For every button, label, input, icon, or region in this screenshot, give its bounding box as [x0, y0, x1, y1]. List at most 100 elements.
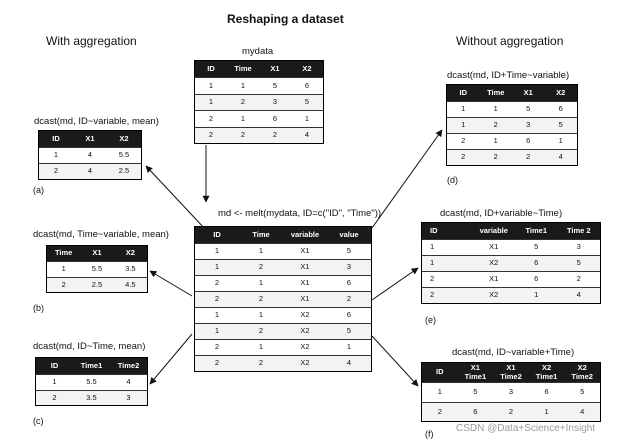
header-cell: X1: [85, 133, 95, 143]
table-cell: 3: [272, 97, 278, 107]
table-header: ID Time X1 X2: [195, 61, 323, 77]
table-cell: 2: [61, 279, 66, 289]
table-cell: 1: [240, 80, 246, 90]
arrow-to-e: [371, 267, 419, 301]
table-cell: X2: [300, 342, 310, 352]
header-cell: X2 Time1: [535, 363, 558, 381]
table-cell: 4: [580, 406, 585, 416]
header-cell: Time: [487, 87, 505, 97]
arrow-to-f: [371, 335, 419, 387]
table-cell: 3: [126, 392, 131, 402]
table-cell: 2: [526, 152, 531, 162]
header-cell: X2: [125, 248, 135, 258]
table-cell: 5: [346, 246, 352, 256]
header-cell: Time1: [525, 225, 548, 235]
table-cell: 1: [214, 262, 220, 272]
header-cell: variable: [479, 225, 508, 235]
table-cell: 6: [346, 278, 352, 288]
table-cell: 4: [576, 290, 581, 300]
table-cell: 4: [558, 152, 563, 162]
table-cell: 1: [430, 242, 435, 252]
f-label: (f): [425, 429, 434, 439]
table-cell: 4: [87, 166, 93, 176]
header-cell: X2: [302, 63, 312, 73]
table-cell: 2: [208, 113, 214, 123]
table-cell: 5: [558, 120, 563, 130]
table-cell: 1: [208, 97, 214, 107]
table-cell: 2: [576, 274, 581, 284]
table-cell: 6: [346, 310, 352, 320]
table-cell: X1: [300, 294, 310, 304]
header-cell: ID: [459, 87, 468, 97]
header-cell: ID: [436, 367, 444, 377]
c-caption: dcast(md, ID~Time, mean): [33, 341, 146, 352]
header-cell: ID: [207, 63, 215, 73]
table-cell: 1: [258, 246, 264, 256]
table-cell: 5: [272, 80, 278, 90]
e-label: (e): [425, 315, 436, 325]
table-cell: 2.5: [91, 279, 103, 289]
header-cell: Time: [252, 229, 270, 239]
table-cell: 5: [304, 97, 310, 107]
table-cell: 5.5: [118, 150, 130, 160]
header-cell: X1: [523, 87, 533, 97]
e-caption: dcast(md, ID+variable~Time): [440, 208, 563, 219]
header-cell: ID: [430, 225, 438, 235]
table-cell: 1: [493, 136, 498, 146]
arrow-to-d: [371, 129, 443, 229]
table-cell: X2: [300, 310, 310, 320]
table-cell: 2: [461, 152, 466, 162]
table-cell: 2: [430, 274, 435, 284]
header-cell: variable: [290, 229, 320, 239]
table-cell: 2: [214, 342, 220, 352]
header-cell: X1: [270, 63, 280, 73]
header-cell: Time: [234, 63, 252, 73]
table-cell: 2: [272, 130, 278, 140]
table-cell: 1: [493, 104, 498, 114]
table-cell: X1: [489, 274, 499, 284]
diagram-title: Reshaping a dataset: [227, 12, 344, 26]
table-cell: 6: [526, 136, 531, 146]
table-cell: 3.5: [86, 392, 97, 402]
table-cell: 4: [87, 150, 93, 160]
header-cell: ID: [52, 133, 60, 143]
table-cell: 2: [208, 130, 214, 140]
c-label: (c): [33, 416, 44, 426]
header-cell: ID: [213, 229, 221, 239]
header-cell: X2 Time2: [571, 363, 593, 381]
table-cell: 5: [346, 326, 352, 336]
arrow-to-b: [149, 270, 193, 297]
table-cell: 2: [214, 278, 220, 288]
header-cell: X2: [556, 87, 566, 97]
table-cell: 2: [508, 406, 514, 416]
right-heading: Without aggregation: [456, 34, 564, 48]
table-cell: 2: [437, 406, 442, 416]
table-cell: 5.5: [86, 377, 97, 387]
table-cell: 1: [346, 342, 352, 352]
table-cell: 1: [461, 104, 466, 114]
